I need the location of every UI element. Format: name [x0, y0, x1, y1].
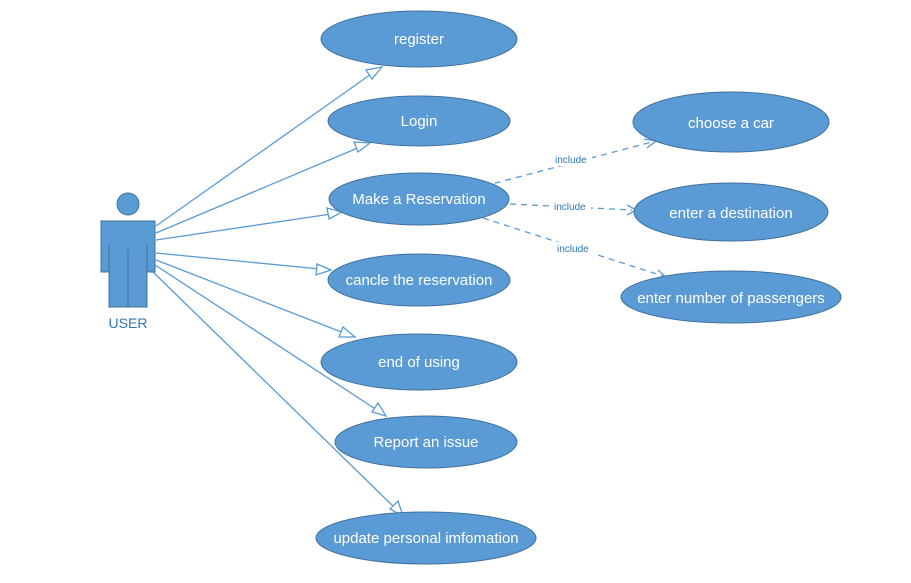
- use-case-choose-car[interactable]: choose a car: [632, 91, 830, 153]
- use-case-label-cancel-reservation: cancle the reservation: [346, 272, 493, 289]
- actor-head: [116, 192, 140, 216]
- use-case-enter-passengers[interactable]: enter number of passengers: [620, 270, 842, 324]
- include-label-enter-passengers: include: [557, 244, 589, 255]
- use-case-label-report-issue: Report an issue: [373, 434, 478, 451]
- use-case-update-info[interactable]: update personal imfomation: [315, 511, 537, 565]
- use-case-end-of-using[interactable]: end of using: [320, 333, 518, 391]
- use-case-enter-destination[interactable]: enter a destination: [633, 182, 829, 242]
- include-label-choose-car: include: [555, 155, 587, 166]
- association-make-reservation: [155, 213, 332, 241]
- arrowhead-login: [353, 141, 372, 154]
- include-labels: include include include: [551, 153, 594, 255]
- arrowhead-end-of-using: [338, 325, 357, 338]
- arrowhead-make-reservation: [326, 207, 344, 220]
- use-case-label-register: register: [394, 31, 444, 48]
- use-case-label-login: Login: [401, 113, 438, 130]
- use-case-label-end-of-using: end of using: [378, 354, 460, 371]
- association-register: [155, 71, 375, 227]
- arrowhead-report-issue: [370, 401, 388, 418]
- arrowhead-cancel-reservation: [315, 263, 333, 276]
- association-cancel-reservation: [155, 252, 321, 270]
- include-line-enter-passengers: [482, 217, 664, 277]
- association-report-issue: [154, 264, 378, 411]
- association-lines: [151, 66, 405, 518]
- actor-user[interactable]: USER: [100, 192, 156, 331]
- actor-label: USER: [109, 315, 148, 331]
- use-case-login[interactable]: Login: [327, 95, 511, 147]
- use-case-label-enter-passengers: enter number of passengers: [637, 290, 825, 307]
- use-case-label-make-reservation: Make a Reservation: [352, 191, 485, 208]
- include-line-enter-destination: [509, 203, 633, 211]
- include-label-enter-destination: include: [554, 202, 586, 213]
- arrowhead-register: [364, 66, 384, 81]
- use-case-cancel-reservation[interactable]: cancle the reservation: [327, 253, 511, 307]
- use-case-register[interactable]: register: [320, 10, 518, 68]
- use-case-report-issue[interactable]: Report an issue: [334, 415, 518, 469]
- association-update-info: [151, 270, 396, 509]
- association-end-of-using: [155, 259, 345, 334]
- use-case-label-enter-destination: enter a destination: [669, 205, 792, 222]
- include-line-choose-car: [483, 141, 653, 187]
- use-case-label-choose-car: choose a car: [688, 115, 774, 132]
- use-case-label-update-info: update personal imfomation: [333, 530, 518, 547]
- association-login: [155, 146, 361, 234]
- use-case-make-reservation[interactable]: Make a Reservation: [328, 172, 510, 226]
